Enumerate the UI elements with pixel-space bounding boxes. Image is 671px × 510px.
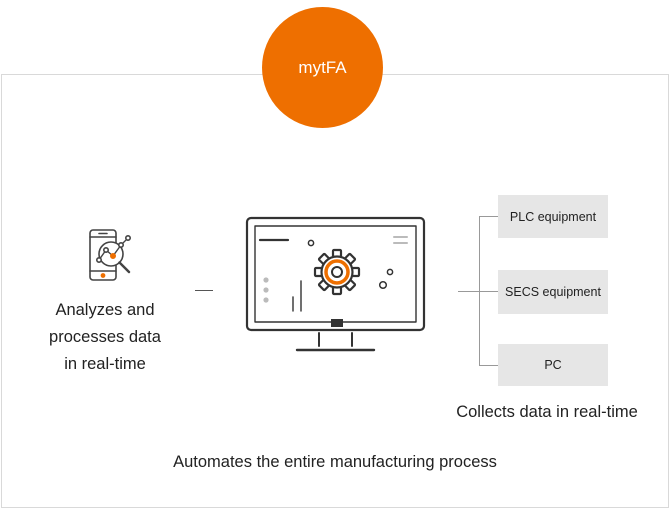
smartphone-magnifier-chart-icon — [89, 229, 131, 281]
brand-name: mytFA — [298, 57, 347, 77]
footer-caption: Automates the entire manufacturing proce… — [173, 453, 497, 471]
analysis-line-3: in real-time — [64, 355, 146, 373]
collection-caption: Collects data in real-time — [456, 403, 638, 421]
equipment-label: SECS equipment — [505, 285, 601, 299]
equipment-connector-branch — [479, 365, 498, 366]
analysis-connector — [195, 290, 213, 291]
analysis-line-1: Analyzes and — [55, 301, 155, 319]
analysis-caption: Analyzes and processes data in real-time — [20, 297, 190, 378]
equipment-box-pc: PC — [498, 344, 608, 386]
equipment-label: PLC equipment — [509, 209, 597, 224]
equipment-label: PC — [544, 358, 562, 372]
equipment-box-secs: SECS equipment — [498, 270, 608, 314]
equipment-connector-trunk — [458, 291, 479, 292]
brand-circle: mytFA — [262, 7, 383, 128]
equipment-connector-spine — [479, 216, 480, 365]
equipment-connector-branch — [479, 216, 498, 217]
equipment-connector-branch — [479, 291, 498, 292]
equipment-box-plc: PLC equipment — [498, 195, 608, 238]
analysis-line-2: processes data — [49, 328, 161, 346]
monitor-gear-icon — [245, 216, 426, 352]
